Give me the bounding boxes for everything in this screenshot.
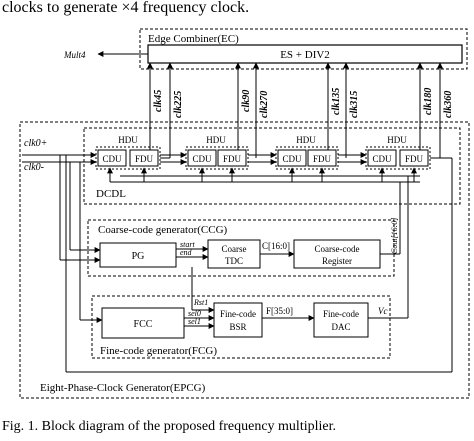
coarse-tdc-block xyxy=(207,239,261,269)
clk90-label: clk90 xyxy=(241,90,252,112)
fine-bsr-line2: BSR xyxy=(229,322,246,332)
ccg-wires xyxy=(176,182,401,260)
mult4-label: Mult4 xyxy=(63,50,86,60)
vc-label: Vc xyxy=(378,306,388,316)
fine-dac-line2: DAC xyxy=(331,322,350,332)
coarse-register-block xyxy=(293,239,381,269)
clk225-label: clk225 xyxy=(173,91,184,118)
fine-dac-block xyxy=(313,302,369,338)
hdu-unit-4: HDU CDU FDU xyxy=(365,135,431,170)
epcg-group xyxy=(19,121,470,399)
cdu-4-label: CDU xyxy=(372,154,392,164)
hdu-1-box xyxy=(95,146,161,170)
clk315-label: clk315 xyxy=(349,91,360,118)
clk0-pos-label: clk0+ xyxy=(24,138,47,149)
dcdl-label: DCDL xyxy=(96,188,126,200)
fdu-3-box xyxy=(307,149,337,167)
cdu-4-box xyxy=(367,149,397,167)
pg-label: PG xyxy=(132,251,145,262)
es-div2-label: ES + DIV2 xyxy=(280,49,330,61)
hdu-2-label: HDU xyxy=(206,135,226,145)
edge-combiner-group xyxy=(139,28,468,70)
hdu-3-label: HDU xyxy=(296,135,316,145)
clk0-neg-label: clk0- xyxy=(24,162,44,173)
clk270-label: clk270 xyxy=(259,91,270,118)
fcg-wires xyxy=(65,155,453,373)
epcg-title: Eight-Phase-Clock Generator(EPCG) xyxy=(40,382,206,394)
fdu-3-label: FDU xyxy=(313,154,332,164)
input-wires xyxy=(22,152,452,263)
figure-caption: Fig. 1. Block diagram of the proposed fr… xyxy=(2,419,336,434)
start-label: start xyxy=(180,240,195,249)
hdu-3-box xyxy=(275,146,339,170)
hdu-4-label: HDU xyxy=(387,135,407,145)
fdu-4-box xyxy=(399,149,429,167)
sel0-label: sel0 xyxy=(188,309,201,318)
cdu-1-label: CDU xyxy=(102,154,122,164)
coarse-bus-label: C[16:0] xyxy=(262,241,290,251)
cdu-3-box xyxy=(277,149,307,167)
rst1-label: Rst1 xyxy=(193,298,208,307)
fine-bus-label: F[35:0] xyxy=(266,306,293,316)
hdu-unit-1: HDU CDU FDU xyxy=(95,135,161,170)
header-fragment-text: clocks to generate ×4 frequency clock. xyxy=(2,0,249,16)
coarse-register-line2: Register xyxy=(322,256,352,266)
cout-label: Cout[16:0] xyxy=(390,218,399,254)
hdu-4-box xyxy=(365,146,431,170)
fine-dac-line1: Fine-code xyxy=(323,309,359,319)
clk45-label: clk45 xyxy=(153,90,164,112)
hdu-2-box xyxy=(185,146,249,170)
fdu-4-label: FDU xyxy=(405,154,424,164)
fine-bsr-block xyxy=(213,302,263,338)
clock-tap-labels: clk45 clk225 clk90 clk270 clk135 clk315 … xyxy=(153,88,454,118)
hdu-unit-3: HDU CDU FDU xyxy=(275,135,339,170)
end-label: end xyxy=(180,248,193,257)
coarse-tdc-line1: Coarse xyxy=(222,244,247,254)
fdu-2-box xyxy=(217,149,247,167)
ccg-title: Coarse-code generator(CCG) xyxy=(98,224,228,236)
fdu-1-label: FDU xyxy=(135,154,154,164)
clk135-label: clk135 xyxy=(331,88,342,115)
sel1-label: sel1 xyxy=(188,317,201,326)
fcc-block xyxy=(101,307,185,339)
cdu-2-box xyxy=(187,149,217,167)
fine-bsr-line1: Fine-code xyxy=(220,309,256,319)
fcc-label: FCC xyxy=(134,319,153,330)
dcdl-group xyxy=(83,127,461,205)
coarse-register-line1: Coarse-code xyxy=(315,244,360,254)
ccg-group xyxy=(87,219,395,277)
pg-block xyxy=(99,242,177,268)
hdu-unit-2: HDU CDU FDU xyxy=(185,135,249,170)
edge-combiner-title: Edge Combiner(EC) xyxy=(148,33,239,45)
clk360-label: clk360 xyxy=(443,91,454,118)
coarse-tdc-line2: TDC xyxy=(225,256,243,266)
clock-tap-wires xyxy=(147,62,443,159)
fcg-title: Fine-code generator(FCG) xyxy=(100,345,217,357)
cdu-2-label: CDU xyxy=(192,154,212,164)
fdu-2-label: FDU xyxy=(223,154,242,164)
cdu-3-label: CDU xyxy=(282,154,302,164)
hdu-1-label: HDU xyxy=(118,135,138,145)
clk180-label: clk180 xyxy=(423,88,434,115)
cdu-1-box xyxy=(97,149,127,167)
fdu-1-box xyxy=(129,149,159,167)
